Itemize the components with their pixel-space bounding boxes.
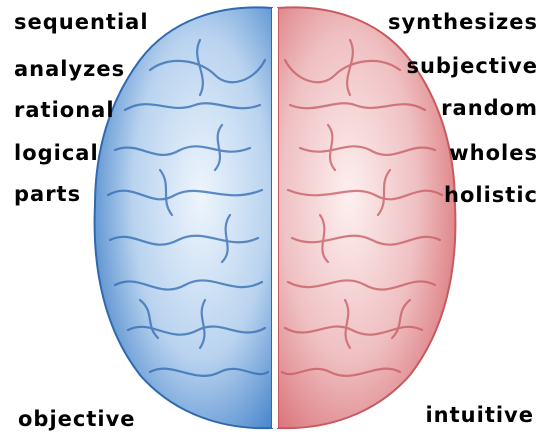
right-word-intuitive: intuitive bbox=[425, 405, 534, 426]
right-word-synthesizes: synthesizes bbox=[388, 12, 538, 33]
right-word-wholes: wholes bbox=[449, 143, 538, 164]
left-word-parts: parts bbox=[14, 184, 81, 205]
left-word-sequential: sequential bbox=[14, 12, 149, 33]
left-word-objective: objective bbox=[18, 409, 136, 430]
left-word-analyzes: analyzes bbox=[14, 59, 125, 80]
right-word-holistic: holistic bbox=[444, 185, 538, 206]
right-word-random: random bbox=[441, 98, 538, 119]
left-word-logical: logical bbox=[14, 143, 99, 164]
left-word-rational: rational bbox=[14, 100, 115, 121]
right-word-subjective: subjective bbox=[406, 56, 538, 77]
